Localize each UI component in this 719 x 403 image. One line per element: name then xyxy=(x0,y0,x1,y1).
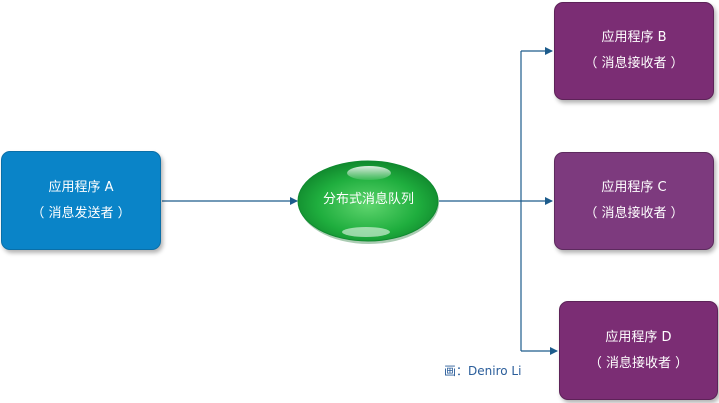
sender-title: 应用程序 A xyxy=(48,179,114,195)
author-credit: 画：Deniro Li xyxy=(444,364,522,378)
sender-app-a: 应用程序 A （ 消息发送者 ） xyxy=(1,151,161,250)
receiver-app-b: 应用程序 B （ 消息接收者 ） xyxy=(554,2,714,100)
receiver-d-title: 应用程序 D xyxy=(605,329,672,345)
queue-gloss-top xyxy=(347,166,391,180)
receiver-app-d: 应用程序 D （ 消息接收者 ） xyxy=(559,301,718,400)
receiver-d-role: （ 消息接收者 ） xyxy=(588,355,689,371)
receiver-b-title: 应用程序 B xyxy=(601,30,667,45)
queue-node xyxy=(297,160,439,244)
queue-gloss-bottom xyxy=(342,227,390,237)
receiver-c-title: 应用程序 C xyxy=(601,180,667,195)
receiver-app-c: 应用程序 C （ 消息接收者 ） xyxy=(554,152,714,250)
queue-label: 分布式消息队列 xyxy=(322,192,414,207)
receiver-b-role: （ 消息接收者 ） xyxy=(584,56,684,71)
sender-role: （ 消息发送者 ） xyxy=(31,205,131,221)
receiver-c-role: （ 消息接收者 ） xyxy=(584,206,684,221)
